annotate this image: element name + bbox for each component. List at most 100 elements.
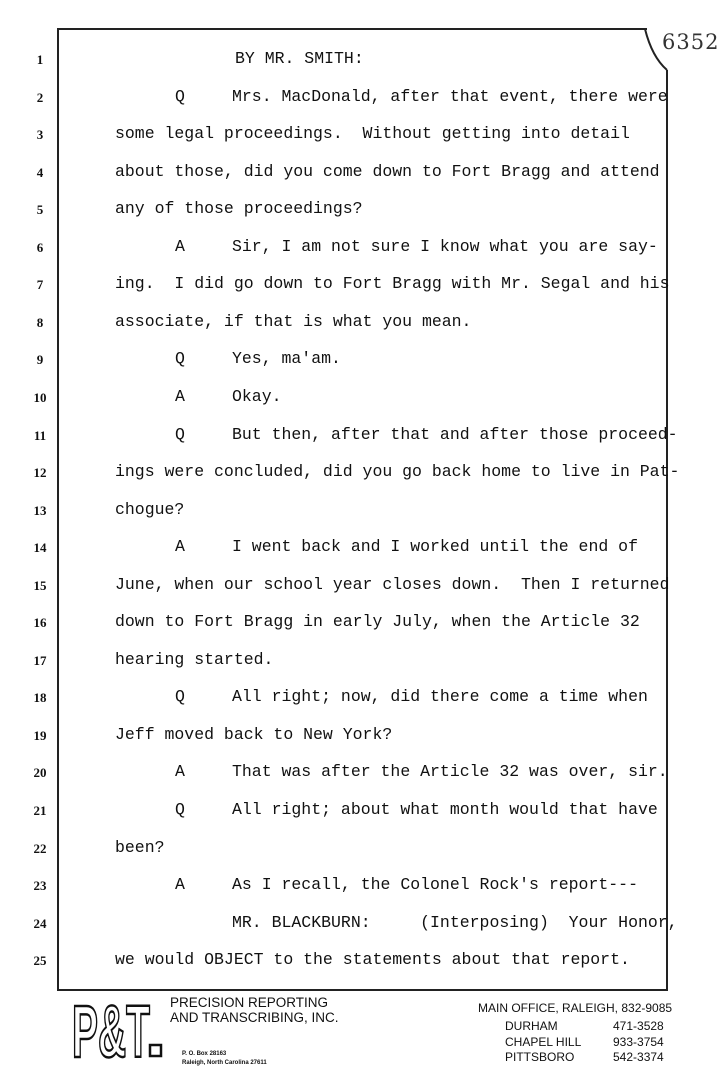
page-frame-top: [57, 28, 647, 30]
company-address: P. O. Box 28163 Raleigh, North Carolina …: [182, 1050, 267, 1068]
line-number: 2: [36, 89, 44, 105]
branch-phone: 542-3374: [613, 1050, 664, 1064]
pt-logo: P&T: [71, 995, 163, 1065]
line-text: hearing started.: [115, 649, 274, 669]
speaker-marker: A: [175, 875, 185, 895]
line-number: 14: [33, 540, 47, 556]
address-line-2: Raleigh, North Carolina 27611: [182, 1060, 267, 1066]
company-line-1: PRECISION REPORTING: [170, 995, 329, 1010]
transcript-line: 17 hearing started.: [0, 650, 720, 670]
branch-name: PITTSBORO: [505, 1050, 575, 1064]
transcript-line: 23 A As I recall, the Colonel Rock's repor…: [0, 875, 720, 895]
speaker-marker: Q: [175, 86, 185, 106]
page-frame-left: [57, 28, 59, 990]
line-number: 25: [33, 953, 47, 969]
line-text: That was after the Article 32 was over, …: [232, 762, 668, 782]
branch-phone: 471-3528: [613, 1019, 664, 1033]
line-text: All right; now, did there come a time wh…: [232, 687, 648, 707]
line-text: some legal proceedings. Without getting …: [115, 124, 630, 144]
line-text: All right; about what month would that h…: [232, 800, 658, 819]
speaker-marker: Q: [175, 349, 185, 369]
line-number: 15: [33, 577, 47, 593]
line-number: 16: [33, 615, 47, 631]
line-number: 19: [33, 727, 47, 743]
line-text: chogue?: [115, 499, 185, 519]
line-number: 3: [36, 127, 44, 143]
transcript-line: 3 some legal proceedings. Without getting…: [0, 124, 720, 144]
line-number: 12: [33, 465, 47, 481]
line-number: 11: [33, 427, 47, 443]
transcript-line: 4 about those, did you come down to Fort …: [0, 162, 720, 182]
transcript-line: 9 Q Yes, ma'am.: [0, 349, 720, 369]
page-frame-bottom: [57, 989, 668, 991]
page-number: 6352: [662, 30, 720, 54]
transcript-line: 14 A I went back and I worked until the en…: [0, 537, 720, 557]
line-number: 5: [36, 202, 44, 218]
speaker-marker: A: [175, 537, 185, 557]
transcript-line: 15 June, when our school year closes down…: [0, 575, 720, 595]
transcript-line: 5 any of those proceedings?: [0, 199, 720, 219]
transcript-line: 13 chogue?: [0, 500, 720, 520]
speaker-marker: A: [175, 386, 185, 406]
line-text: I went back and I worked until the end o…: [232, 537, 638, 557]
speaker-marker: Q: [175, 800, 185, 819]
line-text: Sir, I am not sure I know what you are s…: [232, 236, 658, 256]
line-number: 1: [36, 52, 44, 67]
svg-text:P&T: P&T: [72, 995, 150, 1065]
line-text: As I recall, the Colonel Rock's report--…: [232, 875, 638, 895]
branch-name: DURHAM: [505, 1019, 558, 1033]
transcript-line: 1 BY MR. SMITH:: [0, 49, 720, 69]
speaker-marker: A: [175, 762, 185, 782]
branch-list: DURHAM 471-3528 CHAPEL HILL 933-3754 PITTS…: [505, 1019, 664, 1066]
line-number: 13: [33, 502, 47, 518]
line-text: BY MR. SMITH:: [235, 49, 364, 68]
line-number: 4: [36, 164, 44, 180]
line-number: 7: [36, 277, 44, 293]
line-text: MR. BLACKBURN: (Interposing) Your Honor,: [232, 912, 678, 932]
transcript-line: 20 A That was after the Article 32 was ove…: [0, 762, 720, 782]
line-text: June, when our school year closes down. …: [115, 574, 670, 594]
line-text: Jeff moved back to New York?: [115, 724, 393, 744]
page-corner-curve: [644, 28, 668, 71]
transcript-line: 11 Q But then, after that and after those …: [0, 425, 720, 445]
line-text: any of those proceedings?: [115, 199, 363, 219]
transcript-line: 12 ings were concluded, did you go back h…: [0, 462, 720, 482]
branch-phone: 933-3754: [613, 1034, 664, 1049]
line-number: 22: [33, 840, 47, 856]
speaker-marker: Q: [175, 687, 185, 707]
line-number: 6: [36, 239, 44, 255]
line-text: ing. I did go down to Fort Bragg with Mr…: [115, 274, 670, 294]
line-number: 9: [36, 352, 44, 368]
line-text: we would OBJECT to the statements about …: [115, 950, 630, 970]
transcript-line: 24 MR. BLACKBURN: (Interposing) Your Hono…: [0, 913, 720, 933]
branch-row: DURHAM 471-3528: [505, 1019, 664, 1035]
line-text: been?: [115, 837, 165, 857]
line-number: 20: [33, 765, 47, 781]
transcript-line: 8 associate, if that is what you mean.: [0, 312, 720, 332]
line-text: Yes, ma'am.: [232, 349, 341, 369]
transcript-line: 19 Jeff moved back to New York?: [0, 725, 720, 745]
company-line-2: AND TRANSCRIBING, INC.: [170, 1010, 339, 1025]
transcript-line: 7 ing. I did go down to Fort Bragg with M…: [0, 274, 720, 294]
line-number: 17: [33, 652, 47, 668]
line-text: But then, after that and after those pro…: [232, 424, 678, 444]
line-text: associate, if that is what you mean.: [115, 311, 472, 331]
transcript-line: 25 we would OBJECT to the statements abou…: [0, 950, 720, 970]
line-number: 24: [33, 915, 47, 931]
line-text: about those, did you come down to Fort B…: [115, 161, 660, 181]
footer: P&T PRECISION REPORTING AND TRANSCRIBING…: [0, 992, 720, 1077]
speaker-marker: Q: [175, 424, 185, 444]
branch-name: CHAPEL HILL: [505, 1034, 582, 1049]
line-text: Okay.: [232, 386, 282, 406]
line-text: ings were concluded, did you go back hom…: [115, 462, 680, 482]
page-frame-right: [666, 70, 668, 990]
line-number: 23: [33, 878, 47, 894]
line-number: 8: [36, 314, 44, 330]
company-name: PRECISION REPORTING AND TRANSCRIBING, IN…: [170, 995, 339, 1025]
